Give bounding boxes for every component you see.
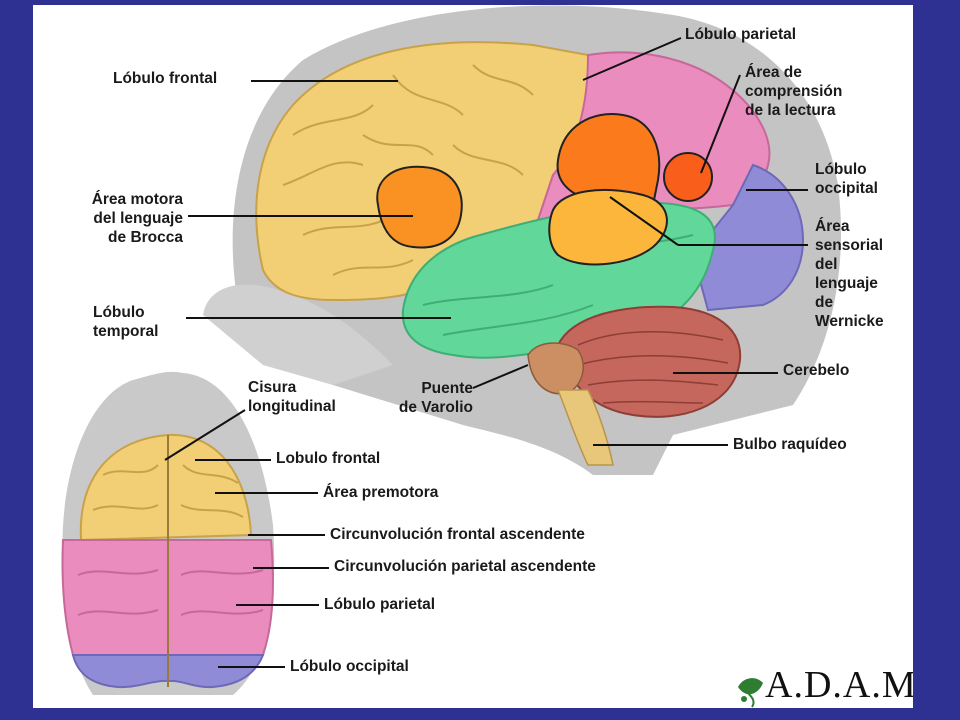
adam-logo: A.D.A.M. bbox=[733, 665, 913, 705]
top-frontal-gyri bbox=[92, 464, 244, 518]
label-wernicke-area: Área sensorial del lenguaje de Wernicke bbox=[815, 218, 884, 330]
label-broca-area: Área motora del lenguaje de Brocca bbox=[91, 191, 183, 246]
pons-region bbox=[527, 342, 584, 395]
medulla-region bbox=[556, 389, 614, 466]
label-top-occipital-lobe: Lóbulo occipital bbox=[290, 658, 409, 675]
label-frontal-lobe: Lóbulo frontal bbox=[113, 70, 218, 87]
adam-leaf-icon bbox=[738, 678, 763, 708]
label-top-frontal-lobe: Lobulo frontal bbox=[276, 450, 381, 467]
label-top-parietal-lobe: Lóbulo parietal bbox=[324, 596, 436, 613]
angular-area-region bbox=[663, 152, 713, 202]
label-premotor-area: Área premotora bbox=[323, 484, 439, 501]
cerebellum-folia bbox=[577, 331, 729, 404]
top-parietal-gyri bbox=[77, 569, 264, 616]
label-cerebellum: Cerebelo bbox=[783, 362, 850, 379]
label-parietal-lobe: Lóbulo parietal bbox=[685, 26, 797, 43]
label-reading-area: Área de comprensión de la lectura bbox=[745, 64, 843, 119]
label-longitudinal-fissure: Cisura longitudinal bbox=[248, 379, 336, 415]
frontal-gyri bbox=[282, 64, 534, 276]
brain-illustration bbox=[61, 5, 841, 708]
diagram-panel: Lóbulo frontal Lóbulo parietal Área de c… bbox=[33, 5, 913, 708]
face-shading bbox=[203, 284, 393, 385]
label-medulla: Bulbo raquídeo bbox=[733, 436, 847, 453]
label-postcentral-gyrus: Circunvolución parietal ascendente bbox=[334, 558, 596, 575]
broca-area-region bbox=[376, 165, 463, 249]
label-occipital-lobe: Lóbulo occipital bbox=[815, 161, 878, 197]
wernicke-area-region bbox=[548, 189, 668, 266]
adam-logo-text: A.D.A.M. bbox=[765, 664, 913, 706]
leader-lines bbox=[164, 37, 808, 668]
label-precentral-gyrus: Circunvolución frontal ascendente bbox=[330, 526, 585, 543]
reading-comprehension-region bbox=[556, 113, 661, 207]
label-temporal-lobe: Lóbulo temporal bbox=[93, 304, 159, 340]
label-pons: Puente de Varolio bbox=[398, 380, 473, 416]
